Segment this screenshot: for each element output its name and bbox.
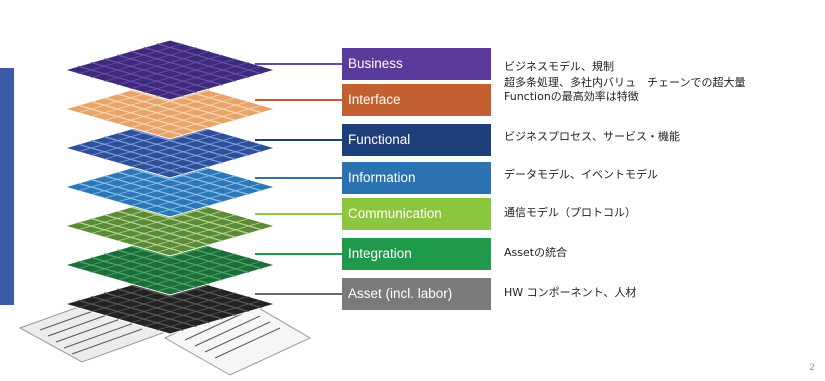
layer-plate-business xyxy=(63,39,277,101)
layer-description-line: HW コンポーネント、人材 xyxy=(504,286,637,299)
layer-label-information: Information xyxy=(342,162,491,194)
layer-description: データモデル、イベントモデル xyxy=(504,168,824,182)
layer-stack-illustration xyxy=(18,39,345,376)
layer-label-interface: Interface xyxy=(342,84,491,116)
layer-description-line: ビジネスモデル、規制 xyxy=(504,60,614,73)
layer-label-communication: Communication xyxy=(342,198,491,230)
layer-plate-information xyxy=(63,156,277,218)
layer-plate-functional xyxy=(63,117,277,179)
layer-description-line: Functionの最高効率は特徴 xyxy=(504,90,639,103)
layer-description: HW コンポーネント、人材 xyxy=(504,286,824,300)
layer-description: Assetの統合 xyxy=(504,246,824,260)
layer-plate-asset xyxy=(63,273,277,335)
layer-description-line: Assetの統合 xyxy=(504,246,568,259)
layer-description: ビジネスモデル、規制 xyxy=(504,60,824,74)
layer-label-integration: Integration xyxy=(342,238,491,270)
layer-description-line: データモデル、イベントモデル xyxy=(504,168,658,181)
layer-description: ビジネスプロセス、サービス・機能 xyxy=(504,130,824,144)
layer-label-asset: Asset (incl. labor) xyxy=(342,278,491,310)
accent-bar xyxy=(0,68,14,305)
layer-description-line: 通信モデル（プロトコル） xyxy=(504,206,636,219)
layer-plate-interface xyxy=(63,78,277,140)
layer-label-functional: Functional xyxy=(342,124,491,156)
page-number: 2 xyxy=(809,363,815,373)
layer-label-business: Business xyxy=(342,48,491,80)
layer-description-line: ビジネスプロセス、サービス・機能 xyxy=(504,130,680,143)
layer-description: 通信モデル（プロトコル） xyxy=(504,206,824,220)
layer-plate-communication xyxy=(63,195,277,257)
layer-description-line: 超多条処理、多社内バリュ チェーンでの超大量 xyxy=(504,76,746,89)
